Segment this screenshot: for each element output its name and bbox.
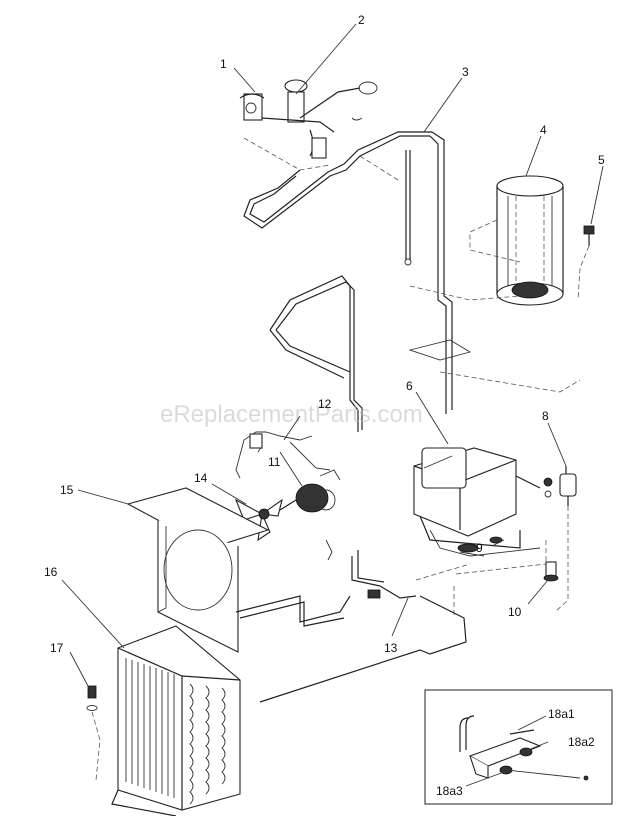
fan-motor (279, 469, 341, 561)
screw-5 (577, 225, 595, 301)
accumulator-tank (469, 175, 564, 306)
callout-5: 5 (598, 153, 605, 167)
wire-harness (235, 431, 331, 479)
inset-detail-box (424, 689, 613, 805)
callout-4: 4 (540, 123, 547, 137)
refrigerant-tubing-lower (235, 550, 471, 703)
callout-18a2: 18a2 (568, 735, 595, 749)
callout-15: 15 (60, 483, 74, 497)
watermark: eReplacementParts.com (160, 401, 423, 428)
callout-1: 1 (220, 57, 227, 71)
callout-10: 10 (508, 605, 522, 619)
callout-11: 11 (268, 455, 281, 469)
refrigerant-tubing-upper (243, 131, 453, 414)
callout-12: 12 (318, 397, 332, 411)
callout-leaders (61, 23, 604, 787)
valve-assembly (239, 79, 378, 171)
callout-3: 3 (462, 65, 469, 79)
callout-17: 17 (50, 641, 64, 655)
callout-2: 2 (358, 13, 365, 27)
screw-17 (86, 685, 101, 781)
callout-labels: 1 2 3 4 5 6 8 9 10 11 12 13 14 15 16 17 … (44, 13, 605, 798)
callout-14: 14 (194, 471, 208, 485)
callout-16: 16 (44, 565, 58, 579)
fan-blade (234, 498, 283, 542)
callout-18a3: 18a3 (436, 784, 463, 798)
callout-18a1: 18a1 (548, 707, 575, 721)
condenser-coil (111, 625, 241, 816)
callout-9: 9 (476, 541, 483, 555)
tubing-loop-middle (269, 275, 581, 432)
callout-6: 6 (406, 379, 413, 393)
filter-drier (543, 466, 577, 613)
compressor (413, 447, 541, 557)
callout-8: 8 (542, 409, 549, 423)
callout-13: 13 (384, 641, 398, 655)
fan-shroud (126, 487, 270, 653)
grommets-and-spacer (455, 540, 559, 582)
